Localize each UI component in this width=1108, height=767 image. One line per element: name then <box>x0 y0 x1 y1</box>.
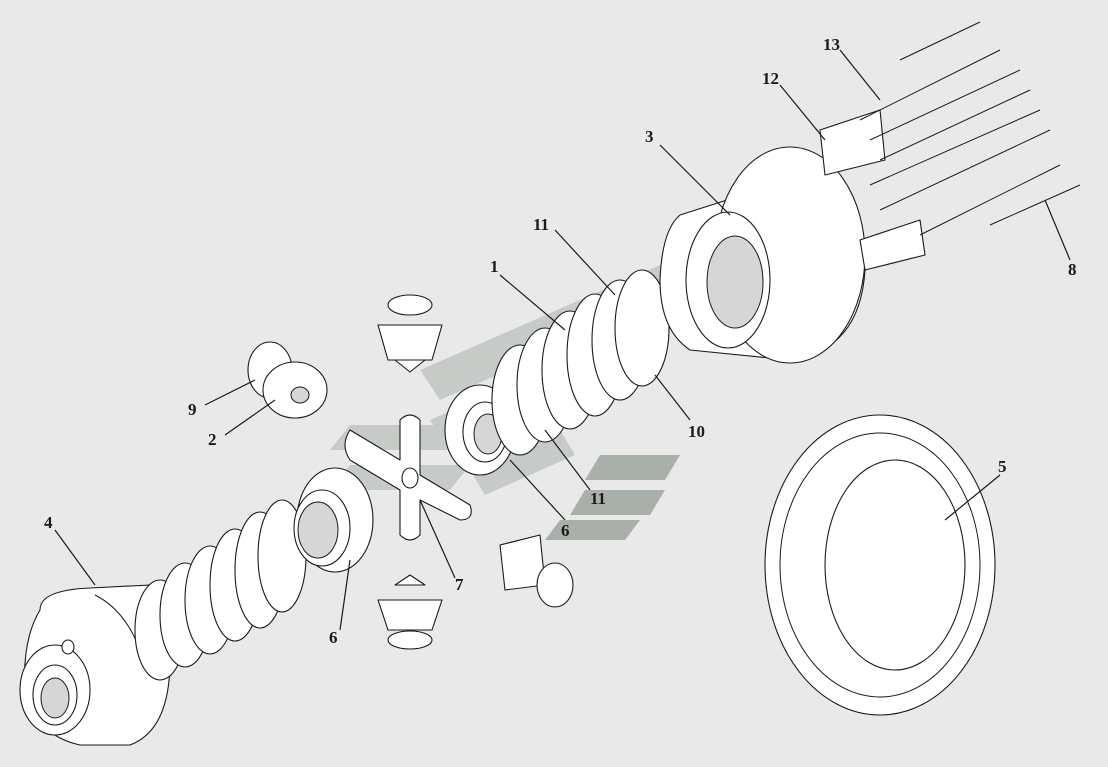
callout-10: 10 <box>688 422 705 441</box>
callout-2: 2 <box>208 430 217 449</box>
callout-11b: 11 <box>590 489 606 508</box>
leader-lines <box>54 49 1071 631</box>
bolt-set <box>859 21 1081 236</box>
bevel-gear-small <box>247 341 328 419</box>
callout-8: 8 <box>1068 260 1077 279</box>
callout-4: 4 <box>44 513 53 532</box>
side-gear-left <box>293 467 374 573</box>
pinion-gear-top <box>377 294 443 373</box>
callout-6a: 6 <box>329 628 338 647</box>
clutch-plates-left <box>134 499 307 681</box>
housing-half-right <box>659 146 866 364</box>
lock-plates <box>819 109 926 271</box>
ring-gear <box>764 414 996 716</box>
callout-13: 13 <box>823 35 840 54</box>
housing-half-left <box>19 584 171 746</box>
callout-9: 9 <box>188 400 197 419</box>
callout-12: 12 <box>762 69 779 88</box>
spider-cross <box>344 414 472 541</box>
callout-5: 5 <box>998 457 1007 476</box>
callout-6b: 6 <box>561 521 570 540</box>
clutch-plates-right <box>491 269 670 456</box>
callout-7: 7 <box>455 575 464 594</box>
callout-1: 1 <box>490 257 499 276</box>
pinion-gear-right <box>499 534 574 608</box>
callout-11a: 11 <box>533 215 549 234</box>
callout-3: 3 <box>645 127 654 146</box>
pinion-gear-bottom <box>377 574 443 650</box>
